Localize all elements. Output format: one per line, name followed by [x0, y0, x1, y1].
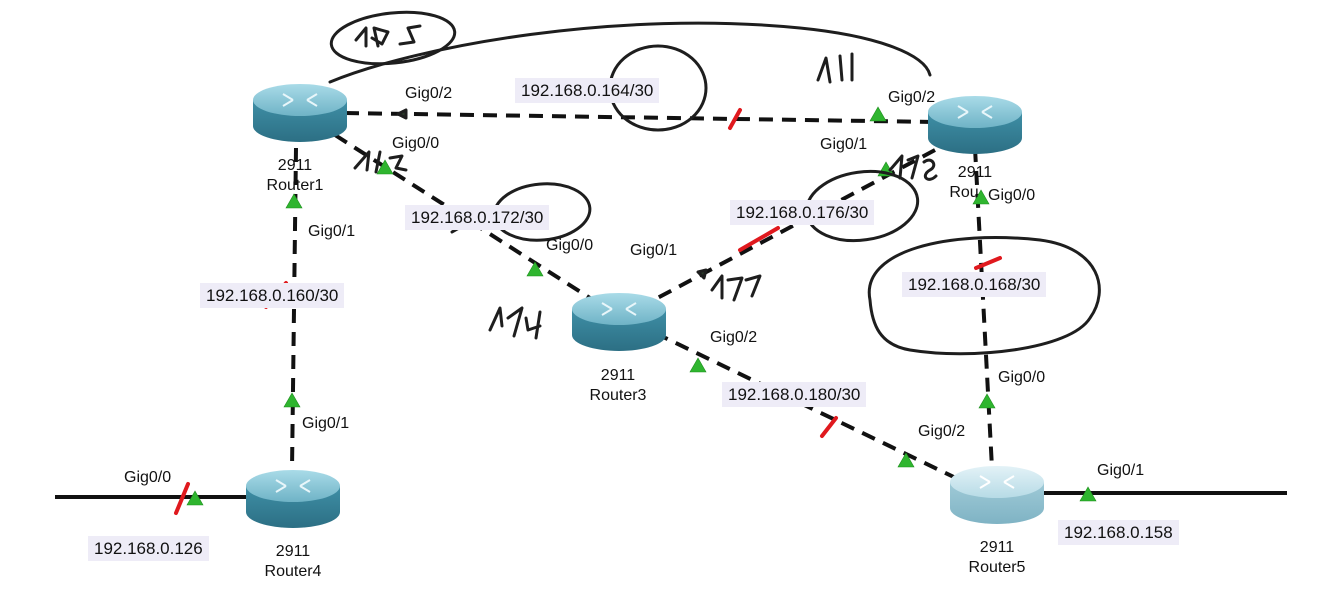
annotation-arc: [328, 21, 932, 84]
link-up-marker: [1079, 486, 1097, 502]
router-2-model: 2911: [957, 164, 993, 181]
r3-gig0-1-label: Gig0/1: [630, 242, 678, 259]
link-up-marker: [897, 452, 915, 468]
router-2-name: Rou: [949, 184, 979, 201]
router-3-label: 2911 Router3: [570, 366, 666, 406]
router-4-model: 2911: [275, 543, 311, 560]
router-5-name: Router5: [968, 559, 1026, 576]
link-up-marker: [283, 392, 301, 408]
annotation-173: [353, 150, 408, 174]
link-up-marker: [186, 490, 204, 506]
r3-gig0-0-label: Gig0/0: [546, 237, 594, 254]
router-1-name: Router1: [266, 177, 324, 194]
link-up-marker: [285, 193, 303, 209]
router-1-model: 2911: [277, 157, 313, 174]
router-2-label: 2911 Rou: [934, 163, 994, 203]
r4-gig0-0-label: Gig0/0: [124, 469, 172, 486]
r5-gig0-0-label: Gig0/0: [998, 369, 1046, 386]
annotation-circle: [329, 10, 457, 66]
router-4-name: Router4: [264, 563, 322, 580]
router-1-icon: [253, 84, 347, 142]
router-3-icon: [572, 293, 666, 351]
network-168-label: 192.168.0.168/30: [902, 272, 1047, 297]
host-126-label: 192.168.0.126: [88, 536, 209, 561]
link-down-marker: [974, 256, 1002, 270]
router-4-icon: [246, 470, 340, 528]
r1-gig0-0-label: Gig0/0: [392, 135, 440, 152]
link-up-marker: [376, 159, 394, 175]
link-up-marker: [978, 393, 996, 409]
annotation-165: [354, 24, 422, 48]
annotation-dot: [396, 108, 408, 120]
network-176-label: 192.168.0.176/30: [730, 200, 875, 225]
annotation-178: [888, 154, 938, 181]
annotation-circle-large: [867, 236, 1101, 356]
link-r1-r2: [344, 111, 936, 124]
r2-gig0-0-label: Gig0/0: [988, 187, 1036, 204]
link-down-marker: [738, 226, 780, 252]
router-3-model: 2911: [600, 367, 636, 384]
router-5-label: 2911 Router5: [952, 538, 1042, 578]
link-down-marker: [820, 416, 838, 438]
router-5-model: 2911: [979, 539, 1015, 556]
r4-gig0-1-label: Gig0/1: [302, 415, 350, 432]
annotation-171: [816, 52, 854, 84]
network-164-label: 192.168.0.164/30: [515, 78, 660, 103]
network-180-label: 192.168.0.180/30: [722, 382, 867, 407]
r3-gig0-2-label: Gig0/2: [710, 329, 758, 346]
r5-gig0-1-label: Gig0/1: [1097, 462, 1145, 479]
annotation-dot: [696, 268, 708, 280]
link-down-marker: [728, 108, 742, 130]
link-up-marker: [869, 106, 887, 122]
r2-gig0-2-label: Gig0/2: [888, 89, 936, 106]
network-172-label: 192.168.0.172/30: [405, 205, 550, 230]
router-1-label: 2911 Router1: [262, 156, 328, 196]
host-158-label: 192.168.0.158: [1058, 520, 1179, 545]
link-up-marker: [689, 357, 707, 373]
router-2-icon: [928, 96, 1022, 154]
router-5-icon: [950, 466, 1044, 524]
r1-gig0-1-label: Gig0/1: [308, 223, 356, 240]
annotation-177: [710, 274, 762, 302]
link-up-marker: [526, 261, 544, 277]
r2-gig0-1-label: Gig0/1: [820, 136, 868, 153]
r5-gig0-2-label: Gig0/2: [918, 423, 966, 440]
link-down-marker: [174, 482, 190, 515]
router-4-label: 2911 Router4: [250, 542, 336, 582]
router-3-name: Router3: [589, 387, 647, 404]
annotation-174: [488, 306, 542, 340]
link-up-marker: [972, 189, 990, 205]
r1-gig0-2-label: Gig0/2: [405, 85, 453, 102]
network-160-label: 192.168.0.160/30: [200, 283, 345, 308]
